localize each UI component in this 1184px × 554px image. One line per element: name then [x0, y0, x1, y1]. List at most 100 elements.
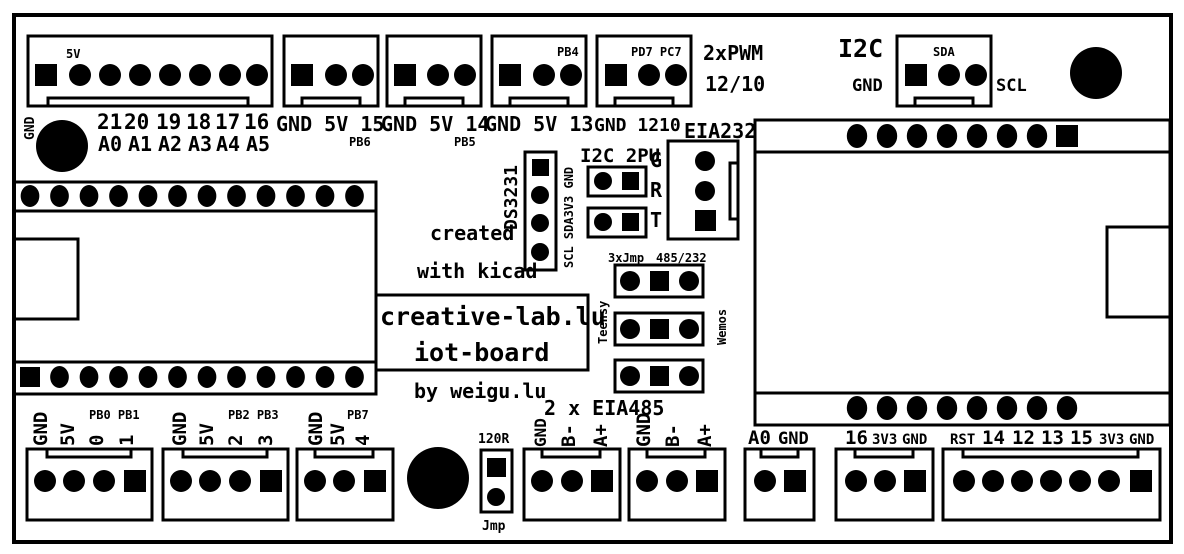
label-pb5: PB5 — [454, 135, 476, 149]
label-2xpwm: 2xPWM — [703, 41, 763, 65]
round-pad-icon — [846, 124, 868, 148]
round-pad-icon — [906, 124, 928, 148]
label-pin-16: 16 — [244, 110, 269, 134]
label-a3: A3 — [188, 132, 212, 156]
svg-text:GND 5V 15: GND 5V 15 — [276, 112, 384, 136]
label-eia232: EIA232 — [684, 119, 756, 143]
svg-text:B-: B- — [662, 424, 684, 447]
round-pad-icon — [138, 366, 158, 388]
svg-text:GND: GND — [169, 412, 191, 446]
round-pad-icon — [286, 366, 305, 388]
svg-text:5V: 5V — [57, 423, 79, 446]
round-pad-icon — [197, 366, 217, 388]
credits: created with kicad creative-lab.lu iot-b… — [374, 221, 606, 403]
round-pad-icon — [315, 366, 335, 388]
label-g: G — [650, 148, 662, 172]
round-pad-icon — [345, 185, 364, 207]
wifi-module — [753, 118, 1172, 427]
svg-text:3: 3 — [255, 435, 277, 446]
round-pad-icon — [876, 396, 898, 420]
label-sda: SDA — [933, 45, 955, 59]
svg-text:5V: 5V — [327, 423, 349, 446]
svg-text:GND 5V 14: GND 5V 14 — [381, 112, 489, 136]
label-pin-21: 21 — [97, 110, 122, 134]
label-a1: A1 — [128, 132, 152, 156]
round-pad-icon — [996, 124, 1018, 148]
label-12-10: 12/10 — [705, 72, 765, 96]
label-i2c-gnd: GND — [852, 76, 883, 96]
connector-i2c: I2C GND SDA SCL — [838, 34, 1027, 108]
mounting-hole-icon — [1070, 47, 1122, 99]
round-pad-icon — [109, 366, 128, 388]
connector-wemos-pins: RST 14 12 13 15 3V3 GND — [941, 427, 1162, 522]
label-with-kicad: with kicad — [417, 259, 537, 283]
label-iot-board: iot-board — [414, 338, 549, 367]
svg-text:4: 4 — [352, 435, 374, 446]
round-pad-icon — [315, 185, 335, 207]
round-pad-icon — [996, 396, 1018, 420]
label-pb7: PB7 — [347, 408, 369, 422]
label-a5: A5 — [246, 132, 270, 156]
round-pad-icon — [50, 185, 69, 207]
svg-text:GND 1210: GND 1210 — [594, 115, 681, 136]
label-wemos: Wemos — [715, 309, 729, 345]
round-pad-icon — [168, 366, 187, 388]
bottom-connector-pb2-pb3: PB2 PB3 GND 5V 2 3 — [161, 408, 290, 522]
label-pb6: PB6 — [349, 135, 371, 149]
bottom-connector-pb0-pb1: PB0 PB1 GND 5V 0 1 — [25, 408, 154, 522]
square-pad-icon — [1056, 125, 1078, 147]
svg-text:0: 0 — [86, 435, 108, 446]
round-pad-icon — [966, 124, 988, 148]
label-3xjmp: 3xJmp — [608, 251, 644, 265]
svg-text:13: 13 — [1041, 427, 1064, 449]
label-brand: creative-lab.lu — [380, 302, 606, 331]
svg-text:GND: GND — [305, 412, 327, 446]
svg-text:GND: GND — [1129, 432, 1154, 448]
svg-text:GND: GND — [633, 413, 655, 447]
connector-16-3v3: 16 3V3 GND — [834, 427, 935, 522]
round-pad-icon — [936, 124, 958, 148]
svg-text:B-: B- — [558, 424, 580, 447]
label-485-232: 485/232 — [656, 251, 707, 265]
mounting-hole-icon — [36, 120, 88, 172]
connector-pb5: GND 5V 14 PB5 — [381, 34, 489, 149]
round-pad-icon — [227, 185, 246, 207]
round-pad-icon — [876, 124, 898, 148]
connector-pb4: PB4 GND 5V 13 — [485, 34, 593, 136]
round-pad-icon — [936, 396, 958, 420]
label-by-weigu: by weigu.lu — [414, 379, 546, 403]
connector-a0: A0 GND — [743, 427, 816, 522]
label-scl: SCL — [996, 76, 1027, 96]
svg-text:GND: GND — [30, 412, 52, 446]
label-jmp: Jmp — [482, 519, 506, 534]
connector-rs485-2: GND B- A+ — [627, 413, 727, 522]
svg-text:3V3: 3V3 — [872, 432, 897, 448]
svg-text:A+: A+ — [694, 424, 716, 447]
label-pin-17: 17 — [215, 110, 240, 134]
round-pad-icon — [256, 185, 276, 207]
label-a0-bottom: A0 — [748, 427, 771, 449]
label-pb2-pb3: PB2 PB3 — [228, 408, 279, 422]
round-pad-icon — [20, 185, 40, 207]
label-pin-20: 20 — [124, 110, 149, 134]
square-pad-icon — [20, 367, 40, 387]
round-pad-icon — [227, 366, 246, 388]
connector-arduino-top: 5V GND 21 20 19 18 17 16 A0 A1 A2 A3 A4 … — [23, 34, 274, 156]
mcu-module — [12, 180, 378, 396]
svg-text:15: 15 — [1070, 427, 1093, 449]
connector-pb6: GND 5V 15 PB6 — [276, 34, 384, 149]
label-a0-gnd: GND — [778, 429, 809, 449]
svg-text:A+: A+ — [590, 424, 612, 447]
jumper-120r: 120R Jmp — [478, 432, 514, 534]
bottom-connector-pb7: PB7 GND 5V 4 — [295, 408, 395, 522]
label-r: R — [650, 178, 663, 202]
round-pad-icon — [966, 396, 988, 420]
label-i2c: I2C — [838, 34, 883, 63]
label-pd7-pc7: PD7 PC7 — [631, 45, 682, 59]
svg-text:GND: GND — [531, 418, 550, 447]
label-5v: 5V — [66, 47, 80, 61]
svg-text:GND: GND — [902, 432, 927, 448]
label-pb4: PB4 — [557, 45, 579, 59]
svg-text:5V: 5V — [196, 423, 218, 446]
